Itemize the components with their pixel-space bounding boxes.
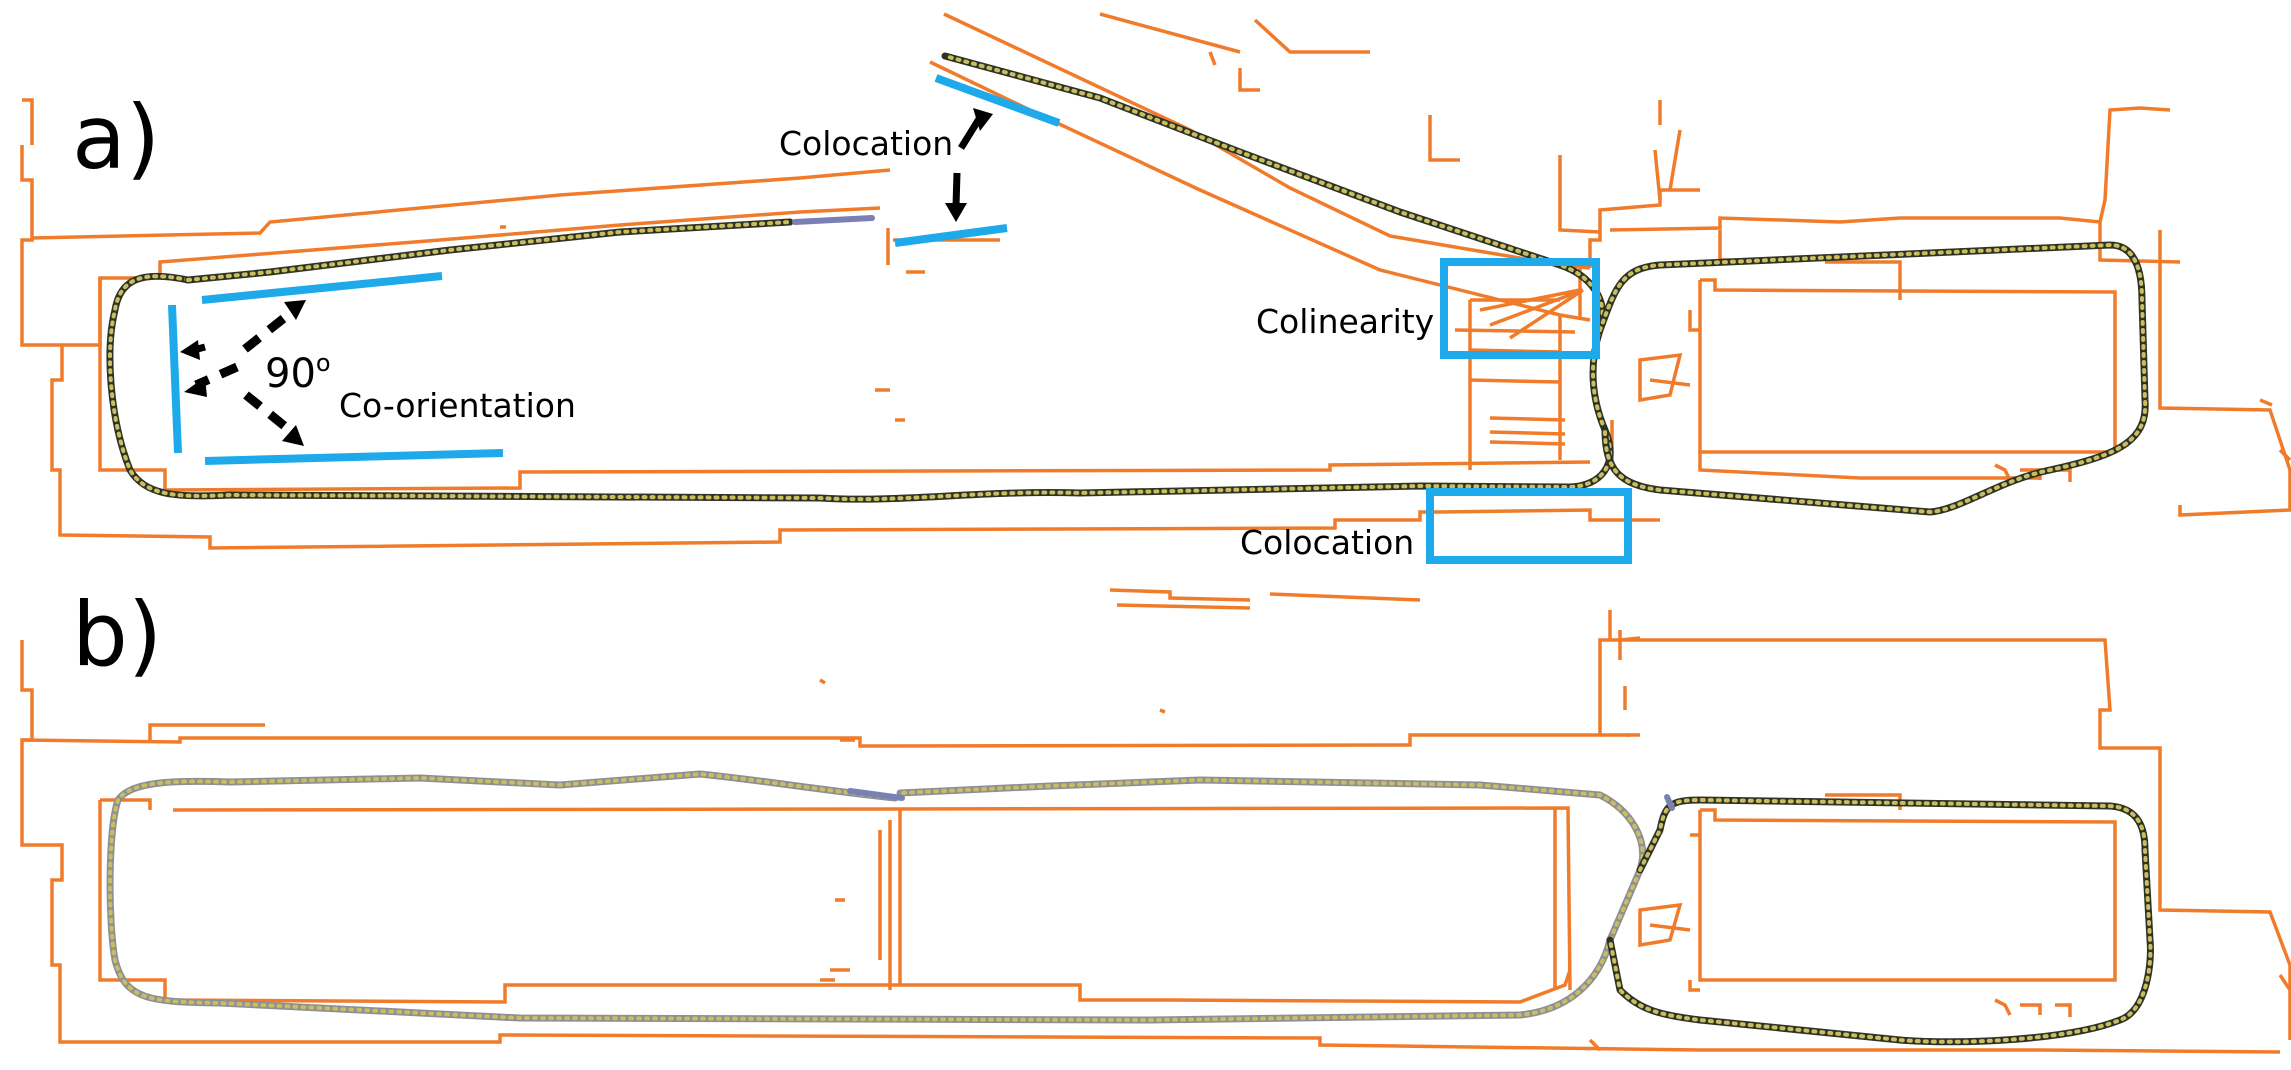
colinearity-label: Colinearity xyxy=(1256,302,1434,341)
co-orientation-line-bottom xyxy=(204,449,504,465)
panel-a-constraints xyxy=(168,74,1632,564)
colocation-label-top: Colocation xyxy=(779,124,953,163)
colocation-arrow-down-head xyxy=(945,203,967,222)
colocation-arrow-up xyxy=(958,117,982,150)
co-orientation-arrow-left-head xyxy=(184,377,207,397)
panel-a-arrows xyxy=(180,108,993,446)
co-orientation-line-top xyxy=(201,272,443,304)
angle-value: 90 xyxy=(265,351,316,397)
colinearity-box xyxy=(1440,258,1600,359)
co-orientation-arrow-up xyxy=(242,307,296,353)
panel-b: b) xyxy=(20,583,2291,1054)
co-orientation-arrow-down-head xyxy=(282,425,304,446)
colocation-line-lower xyxy=(894,224,1008,247)
panel-b-trajectory xyxy=(106,770,2154,1046)
co-orientation-line-left xyxy=(168,304,182,454)
colocation-arrow-up-head xyxy=(973,108,993,131)
colocation-box xyxy=(1426,488,1632,564)
co-orientation-arrow-up-head xyxy=(284,300,306,320)
co-orientation-arrow-left-2-head xyxy=(180,340,200,360)
panel-b-map-walls xyxy=(20,603,2291,1054)
panel-a-map-walls xyxy=(20,12,2291,602)
panel-a-label: a) xyxy=(72,86,160,189)
panel-a-trajectory xyxy=(106,52,2149,516)
panel-b-label: b) xyxy=(72,583,162,686)
co-orientation-arrow-down xyxy=(243,391,295,436)
colocation-label-bottom: Colocation xyxy=(1240,523,1414,562)
panel-a: a) xyxy=(20,12,2291,602)
co-orientation-label: Co-orientation xyxy=(339,386,576,425)
colocation-line-upper xyxy=(934,74,1061,127)
colocation-arrow-down xyxy=(952,172,961,207)
angle-label: 90o xyxy=(265,349,331,397)
angle-unit: o xyxy=(316,349,331,377)
